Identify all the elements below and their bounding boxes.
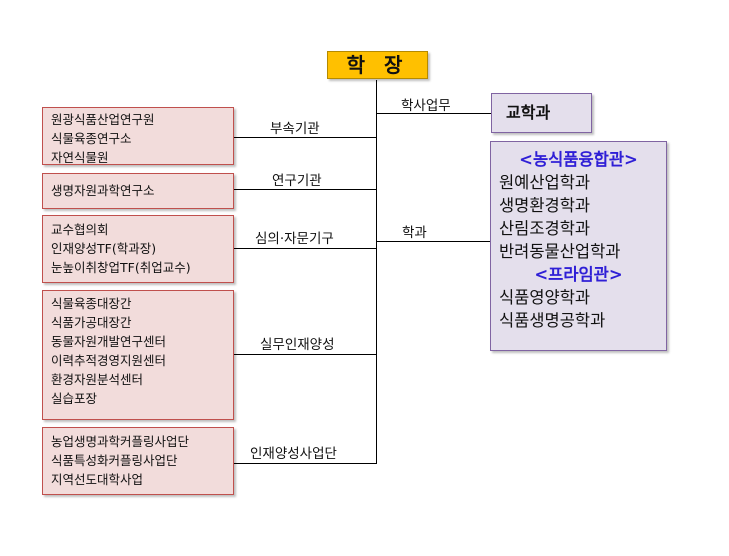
group-item: 식품특성화커플링사업단 — [51, 453, 178, 468]
affiliated-institutions-label: 부속기관 — [270, 121, 320, 137]
research-institutions-box: 생명자원과학연구소 — [42, 173, 234, 209]
talent-projects-label: 인재양성사업단 — [250, 446, 337, 462]
group-item: 자연식물원 — [51, 150, 109, 165]
academic-affairs-label: 학사업무 — [401, 98, 451, 114]
group-item: 교수협의회 — [51, 222, 109, 237]
group-item: 지역선도대학사업 — [51, 472, 144, 487]
group-item: 동물자원개발연구센터 — [51, 334, 167, 349]
group-item: 식물육종연구소 — [51, 131, 132, 146]
research-institutions-label: 연구기관 — [272, 173, 322, 189]
connector-research — [234, 189, 377, 190]
group-item: 식품가공대장간 — [51, 315, 132, 330]
connector-practical — [234, 354, 377, 355]
department-item: 식품영양학과 — [499, 288, 591, 307]
talent-projects-box: 농업생명과학커플링사업단 식품특성화커플링사업단 지역선도대학사업 — [42, 427, 234, 495]
affiliated-institutions-box: 원광식품산업연구원 식물육종연구소 자연식물원 — [42, 107, 234, 165]
group-item: 식물육종대장간 — [51, 296, 132, 311]
department-label: 학과 — [402, 225, 427, 241]
practical-training-box: 식물육종대장간 식품가공대장간 동물자원개발연구센터 이력추적경영지원센터 환경… — [42, 290, 234, 420]
connector-advisory — [234, 248, 377, 249]
advisory-bodies-label: 심의·자문기구 — [255, 231, 334, 247]
practical-training-label: 실무인재양성 — [260, 337, 335, 353]
group-item: 농업생명과학커플링사업단 — [51, 434, 190, 449]
department-halls-box: <농식품융합관> 원예산업학과 생명환경학과 산림조경학과 반려동물산업학과 <… — [490, 141, 667, 351]
department-item: 원예산업학과 — [499, 173, 591, 192]
hall-title-prime: <프라임관> — [534, 265, 623, 284]
group-item: 인재양성TF(학과장) — [51, 241, 157, 256]
department-item: 생명환경학과 — [499, 196, 591, 215]
group-item: 실습포장 — [51, 391, 98, 406]
advisory-bodies-box: 교수협의회 인재양성TF(학과장) 눈높이취창업TF(취업교수) — [42, 215, 234, 283]
connector-project — [234, 463, 377, 464]
group-item: 눈높이취창업TF(취업교수) — [51, 260, 191, 275]
group-item: 환경자원분석센터 — [51, 372, 144, 387]
department-item: 반려동물산업학과 — [499, 242, 621, 261]
department-connector — [376, 241, 491, 242]
main-vertical-line — [376, 80, 377, 464]
department-item: 식품생명공학과 — [499, 311, 606, 330]
hall-title-agrifood: <농식품융합관> — [519, 150, 638, 169]
connector-affiliated — [234, 137, 377, 138]
academic-office-box: 교학과 — [491, 93, 592, 133]
dean-box: 학 장 — [327, 51, 428, 79]
academic-affairs-connector — [376, 113, 492, 114]
group-item: 생명자원과학연구소 — [51, 183, 155, 198]
group-item: 원광식품산업연구원 — [51, 112, 155, 127]
department-item: 산림조경학과 — [499, 219, 591, 238]
group-item: 이력추적경영지원센터 — [51, 353, 167, 368]
